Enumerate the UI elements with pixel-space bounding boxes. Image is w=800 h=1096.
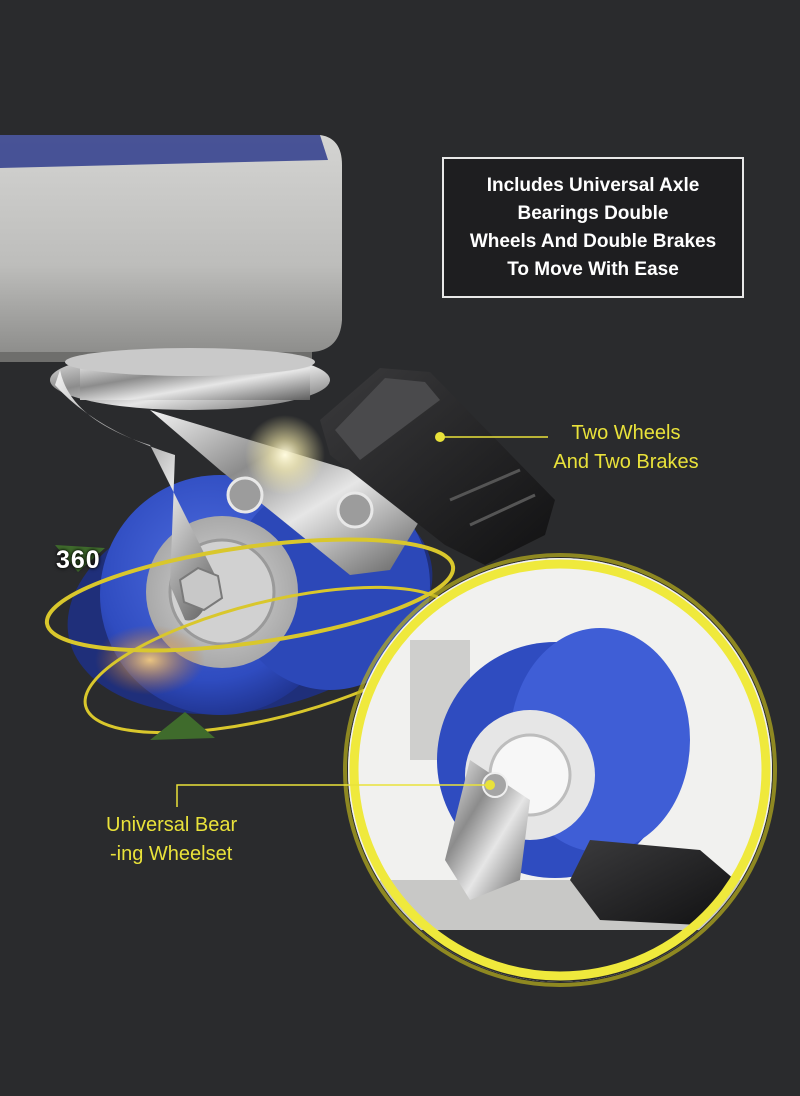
brakes-label-line-1: Two Wheels: [571, 422, 681, 444]
bearing-label-line-1: Universal Bear: [106, 814, 238, 836]
light-glare: [245, 415, 325, 495]
swivel-bearing: [50, 348, 330, 410]
rotation-degree-label: 360: [56, 546, 101, 574]
headline-line-4: To Move With Ease: [507, 258, 679, 280]
headline-callout-box: Includes Universal Axle Bearings Double …: [442, 157, 744, 298]
bearing-label-line-2: -ing Wheelset: [110, 843, 233, 865]
mounting-plate: [0, 135, 342, 362]
headline-line-3: Wheels And Double Brakes: [469, 230, 717, 252]
brakes-leader-line: [435, 432, 548, 442]
headline-line-2: Bearings Double: [517, 202, 669, 224]
brakes-label: Two Wheels And Two Brakes: [546, 419, 706, 477]
brakes-label-line-2: And Two Brakes: [553, 451, 699, 473]
zoom-inset: [343, 553, 777, 987]
brake-lever: [320, 368, 555, 565]
bearing-leader-line: [176, 780, 495, 807]
bearing-label: Universal Bear -ing Wheelset: [106, 811, 237, 869]
headline-line-1: Includes Universal Axle: [486, 174, 700, 196]
